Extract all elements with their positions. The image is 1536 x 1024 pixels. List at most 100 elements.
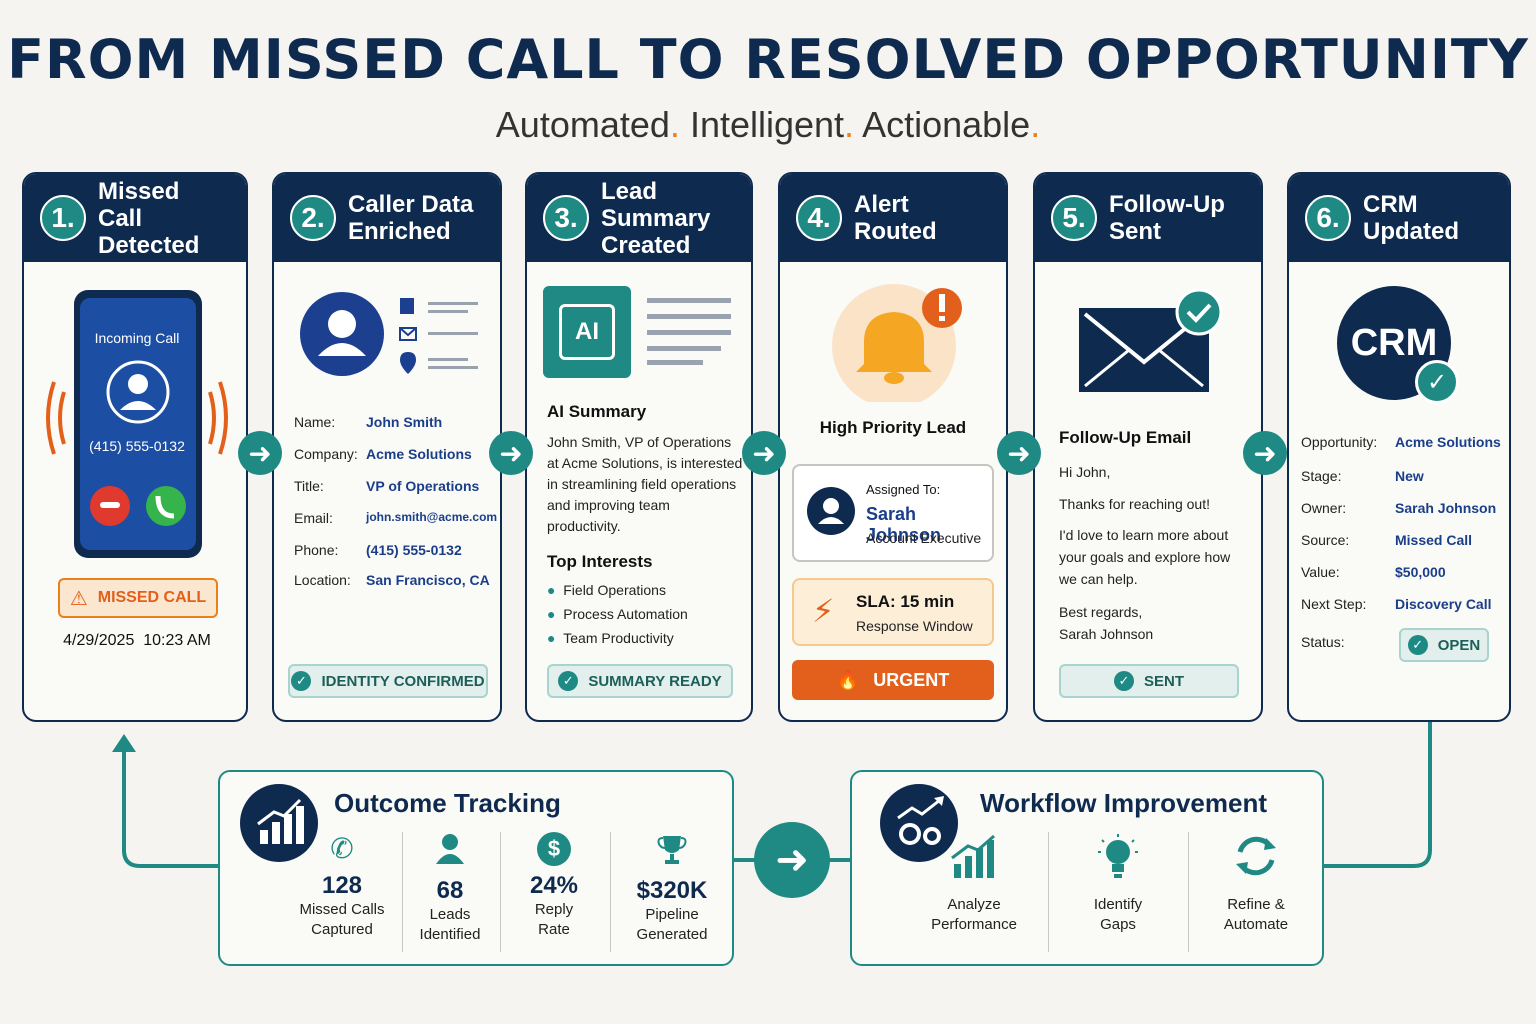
step-header: 3. Lead Summary Created: [527, 174, 751, 262]
email-body: I'd love to learn more about your goals …: [1059, 527, 1231, 587]
assignee-name: Sarah Johnson: [866, 504, 941, 545]
flow-arrow-icon: ➜: [754, 822, 830, 898]
step-card-lead-summary: 3. Lead Summary Created AI AI Summary Jo…: [525, 172, 753, 722]
email-signature: Sarah Johnson: [1059, 626, 1154, 642]
status-badge: ✓OPEN: [1399, 628, 1489, 662]
outcome-title: Outcome Tracking: [334, 788, 561, 818]
trophy-icon: [657, 836, 687, 864]
call-timestamp: 4/29/2025 10:23 AM: [63, 632, 211, 649]
metric-pipeline: $320K Pipeline Generated: [624, 832, 720, 945]
sla-value: SLA: 15 min: [856, 592, 955, 611]
outcome-tracking-panel: Outcome Tracking ✆ 128 Missed Calls Capt…: [218, 770, 734, 966]
improvement-refine: Refine & Automate: [1206, 832, 1306, 935]
gears-growth-icon: [880, 784, 958, 862]
missed-call-badge: ⚠ MISSED CALL: [58, 578, 218, 618]
ai-summary-text: John Smith, VP of Operations at Acme Sol…: [547, 434, 743, 534]
step-title: CRM Updated: [1363, 191, 1459, 245]
bell-alert-icon: [832, 284, 962, 402]
field-phone: Phone:(415) 555-0132: [294, 542, 462, 558]
check-icon: ✓: [1415, 360, 1459, 404]
lightbulb-icon: [1098, 834, 1138, 878]
step-number: 3.: [543, 195, 589, 241]
avatar: [807, 487, 855, 535]
step-card-crm-updated: 6. CRM Updated CRM ✓ Opportunity:Acme So…: [1287, 172, 1511, 722]
improvement-analyze: Analyze Performance: [924, 832, 1024, 935]
field-location: Location:San Francisco, CA: [294, 572, 490, 588]
interest-item: ● Team Productivity: [547, 630, 674, 646]
email-line: Thanks for reaching out!: [1059, 496, 1210, 512]
interest-item: ● Process Automation: [547, 606, 688, 622]
step-card-alert-routed: 4. Alert Routed High Priority Lead Assig…: [778, 172, 1008, 722]
metric-reply-rate: $ 24% Reply Rate: [506, 832, 602, 940]
step-title: Alert Routed: [854, 191, 937, 245]
envelope-check-icon: [1079, 288, 1223, 392]
improvement-identify: Identify Gaps: [1068, 832, 1168, 935]
email-signoff: Best regards,: [1059, 604, 1143, 620]
step-number: 5.: [1051, 195, 1097, 241]
step-header: 6. CRM Updated: [1289, 174, 1509, 262]
step-header: 5. Follow-Up Sent: [1035, 174, 1261, 262]
page-subtitle: Automated. Intelligent. Actionable.: [495, 104, 1041, 145]
phone-icon: [46, 290, 228, 558]
check-icon: ✓: [1113, 671, 1134, 691]
contact-profile-icon: [300, 292, 478, 376]
step-title: Missed Call Detected: [98, 177, 200, 259]
ai-summary-heading: AI Summary: [547, 402, 647, 421]
top-interests-heading: Top Interests: [547, 552, 653, 571]
flow-arrow-icon: ➜: [238, 431, 282, 475]
email-heading: Follow-Up Email: [1059, 428, 1192, 447]
check-icon: ✓: [291, 671, 312, 691]
step-title: Caller Data Enriched: [348, 191, 474, 245]
crm-field-stage: Stage:New: [1301, 468, 1424, 484]
refresh-icon: [1236, 836, 1276, 876]
step-card-caller-data: 2. Caller Data Enriched Name:John Smith …: [272, 172, 502, 722]
flow-arrow-icon: ➜: [997, 431, 1041, 475]
page-title: FROM MISSED CALL TO RESOLVED OPPORTUNITY: [7, 28, 1529, 91]
improvement-title: Workflow Improvement: [980, 788, 1268, 818]
assignee-role: Account Executive: [866, 530, 982, 546]
incoming-call-label: Incoming Call: [94, 330, 180, 346]
sent-badge: ✓SENT: [1059, 664, 1239, 698]
step-number: 2.: [290, 195, 336, 241]
field-title: Title:VP of Operations: [294, 478, 480, 494]
crm-field-opportunity: Opportunity:Acme Solutions: [1301, 434, 1501, 450]
phone-icon: ✆: [330, 833, 354, 864]
step-number: 6.: [1305, 195, 1351, 241]
flow-arrow-icon: ➜: [489, 431, 533, 475]
growth-chart-icon: [240, 784, 318, 862]
field-name: Name:John Smith: [294, 414, 443, 430]
crm-field-source: Source:Missed Call: [1301, 532, 1473, 548]
warning-icon: ⚠: [69, 587, 88, 610]
step-header: 1. Missed Call Detected: [24, 174, 246, 262]
summary-ready-badge: ✓SUMMARY READY: [547, 664, 733, 698]
step-header: 4. Alert Routed: [780, 174, 1006, 262]
text-lines-icon: [647, 298, 731, 365]
interest-item: ● Field Operations: [547, 582, 666, 598]
email-greeting: Hi John,: [1059, 464, 1111, 480]
flame-icon: 🔥: [836, 669, 860, 690]
check-icon: ✓: [558, 671, 579, 691]
crm-status-label: Status:: [1301, 634, 1345, 650]
check-icon: ✓: [1407, 635, 1428, 655]
field-company: Company:Acme Solutions: [294, 446, 472, 462]
dollar-icon: $: [537, 832, 571, 866]
person-icon: [436, 834, 464, 864]
step-header: 2. Caller Data Enriched: [274, 174, 500, 262]
priority-label: High Priority Lead: [819, 418, 967, 437]
ai-chip-icon: AI: [543, 286, 631, 378]
urgent-badge: 🔥URGENT: [792, 660, 994, 700]
bar-growth-icon: [951, 834, 995, 878]
metric-missed-calls: ✆ 128 Missed Calls Captured: [294, 832, 390, 940]
lightning-icon: ⚡: [812, 593, 835, 629]
crm-field-value: Value:$50,000: [1301, 564, 1446, 580]
metric-leads: 68 Leads Identified: [402, 832, 498, 945]
caller-number: (415) 555-0132: [89, 438, 185, 454]
field-email: Email:john.smith@acme.com: [294, 510, 498, 526]
assigned-to-card: Assigned To: Sarah Johnson Account Execu…: [792, 464, 994, 562]
crm-field-owner: Owner:Sarah Johnson: [1301, 500, 1497, 516]
identity-confirmed-badge: ✓IDENTITY CONFIRMED: [288, 664, 488, 698]
step-title: Lead Summary Created: [601, 177, 711, 259]
flow-arrow-icon: ➜: [1243, 431, 1287, 475]
step-card-follow-up: 5. Follow-Up Sent Follow-Up Email Hi Joh…: [1033, 172, 1263, 722]
step-number: 1.: [40, 195, 86, 241]
